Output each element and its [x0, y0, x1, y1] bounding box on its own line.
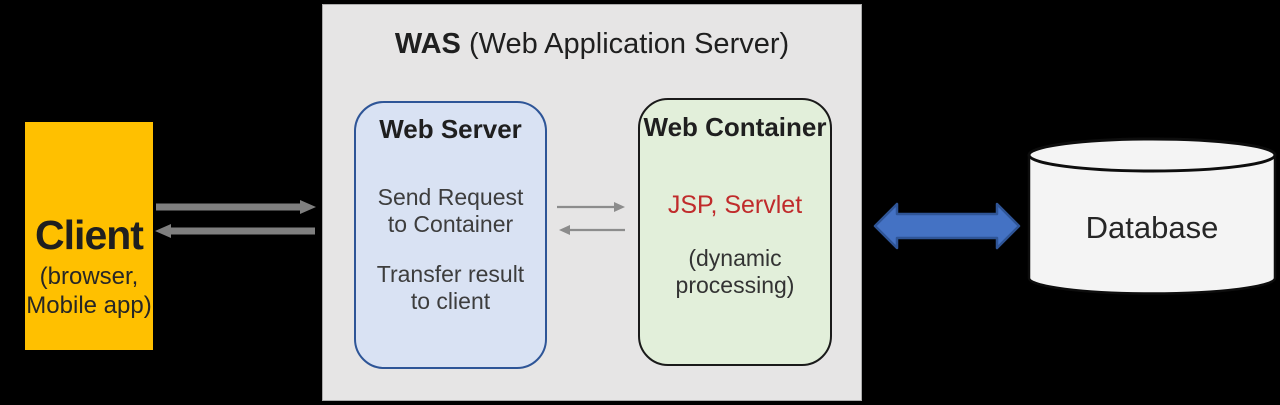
web-server-description-request-line1: Send Request — [377, 184, 524, 210]
web-container-note: (dynamic processing) — [640, 245, 830, 299]
database-label: Database — [1085, 210, 1219, 245]
web-server-description-result-line1: Transfer result — [376, 261, 525, 287]
was-box: WAS (Web Application Server) Web Server … — [322, 4, 862, 401]
client-box: Client (browser, Mobile app) — [25, 122, 153, 350]
database-cylinder-icon — [1027, 137, 1277, 295]
was-title: WAS (Web Application Server) — [323, 26, 861, 62]
client-subtitle: (browser, Mobile app) — [25, 262, 153, 320]
web-server-description-request: Send Request to Container — [356, 184, 545, 238]
server-response-arrow-icon — [155, 224, 315, 238]
web-server-description-result: Transfer result to client — [356, 261, 545, 315]
client-request-arrow-icon — [156, 200, 316, 214]
client-subtitle-line2: Mobile app) — [26, 292, 152, 319]
was-title-main: WAS — [394, 28, 461, 60]
web-container-title: Web Container — [643, 112, 827, 142]
web-server-box: Web Server Send Request to Container Tra… — [354, 101, 547, 369]
was-title-paren: (Web Application Server) — [460, 28, 790, 60]
was-database-double-arrow-icon — [873, 202, 1021, 250]
web-server-description-result-line2: to client — [410, 288, 491, 314]
server-to-container-arrow-icon — [557, 202, 625, 212]
web-container-box: Web Container JSP, Servlet (dynamic proc… — [638, 98, 832, 366]
web-container-note-line1: (dynamic — [688, 245, 782, 271]
client-title: Client — [35, 212, 144, 258]
container-to-server-arrow-icon — [559, 225, 625, 235]
web-container-note-line2: processing) — [675, 272, 795, 298]
web-container-tech-label: JSP, Servlet — [667, 191, 803, 219]
web-server-description-request-line2: to Container — [387, 211, 514, 237]
web-server-title: Web Server — [379, 114, 522, 144]
client-subtitle-line1: (browser, — [39, 263, 139, 290]
